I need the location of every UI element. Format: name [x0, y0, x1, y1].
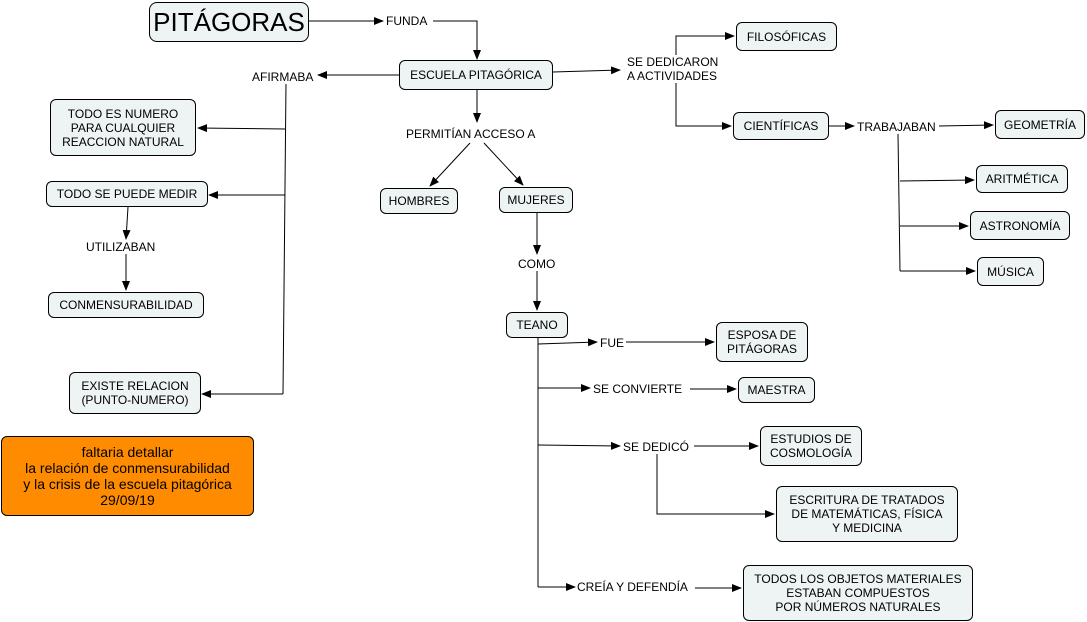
node-filosoficas[interactable]: FILOSÓFICAS — [736, 22, 837, 51]
node-todo-se-puede-medir[interactable]: TODO SE PUEDE MEDIR — [46, 181, 208, 207]
link-se-convierte: SE CONVIERTE — [593, 382, 683, 396]
link-como: COMO — [518, 257, 556, 271]
link-funda: FUNDA — [386, 14, 428, 28]
node-esposa-de-pitagoras[interactable]: ESPOSA DE PITÁGORAS — [716, 322, 808, 362]
node-musica[interactable]: MÚSICA — [977, 257, 1044, 286]
node-aritmetica[interactable]: ARITMÉTICA — [976, 165, 1068, 193]
edge-to-aritmetica — [899, 176, 975, 185]
node-mujeres[interactable]: MUJERES — [499, 187, 573, 213]
link-se-dedicaron: SE DEDICARON A ACTIVIDADES — [627, 55, 719, 83]
node-estudios-cosmologia[interactable]: ESTUDIOS DE COSMOLOGÍA — [760, 426, 862, 466]
edge-dedicaron-filosoficas — [675, 32, 735, 60]
node-escritura-tratados[interactable]: ESCRITURA DE TRATADOS DE MATEMÁTICAS, FÍ… — [776, 486, 958, 542]
link-trabajaban: TRABAJABAN — [857, 120, 936, 134]
edge-escuela-dedicaron — [552, 66, 621, 75]
edge-funda-escuela — [433, 20, 481, 60]
node-existe-relacion[interactable]: EXISTE RELACION (PUNTO-NUMERO) — [69, 372, 201, 414]
node-astronomia[interactable]: ASTRONOMÍA — [970, 211, 1070, 240]
link-fue: FUE — [600, 336, 624, 350]
edge-to-todo-numero — [197, 124, 286, 133]
node-escuela-pitagorica[interactable]: ESCUELA PITAGÓRICA — [399, 60, 553, 90]
link-utilizaban: UTILIZABAN — [86, 240, 156, 254]
node-geometria[interactable]: GEOMETRÍA — [995, 110, 1085, 139]
node-maestra[interactable]: MAESTRA — [738, 377, 815, 403]
edge-dedico-tratados — [656, 453, 775, 518]
edge-medir-utilizaban — [122, 206, 131, 240]
edge-trabajaban-trunk — [897, 133, 901, 272]
node-teano[interactable]: TEANO — [506, 312, 568, 338]
edge-permitian-hombres — [429, 142, 471, 187]
node-hombres[interactable]: HOMBRES — [380, 188, 458, 214]
link-permitian: PERMITÍAN ACCESO A — [406, 127, 536, 141]
node-objetos-materiales[interactable]: TODOS LOS OBJETOS MATERIALES ESTABAN COM… — [743, 565, 973, 621]
node-pitagoras[interactable]: PITÁGORAS — [149, 2, 309, 42]
edge-teano-dedico — [537, 441, 621, 450]
node-cientificas[interactable]: CIENTÍFICAS — [733, 112, 829, 140]
link-creia-defendia: CREÍA Y DEFENDÍA — [577, 580, 688, 594]
note-pending-details: faltaria detallar la relación de conmens… — [1, 436, 254, 516]
edge-afirmaba-trunk — [282, 82, 287, 395]
link-afirmaba: AFIRMABA — [252, 70, 314, 84]
link-se-dedico: SE DEDICÓ — [623, 440, 690, 454]
node-todo-es-numero[interactable]: TODO ES NUMERO PARA CUALQUIER REACCION N… — [50, 99, 196, 156]
edge-permitian-mujeres — [483, 142, 524, 186]
edge-teano-fue — [537, 338, 598, 347]
edge-trabajaban-geometria — [938, 121, 994, 130]
edge-dedicaron-cientificas — [675, 83, 732, 130]
node-conmensurabilidad[interactable]: CONMENSURABILIDAD — [48, 292, 204, 318]
